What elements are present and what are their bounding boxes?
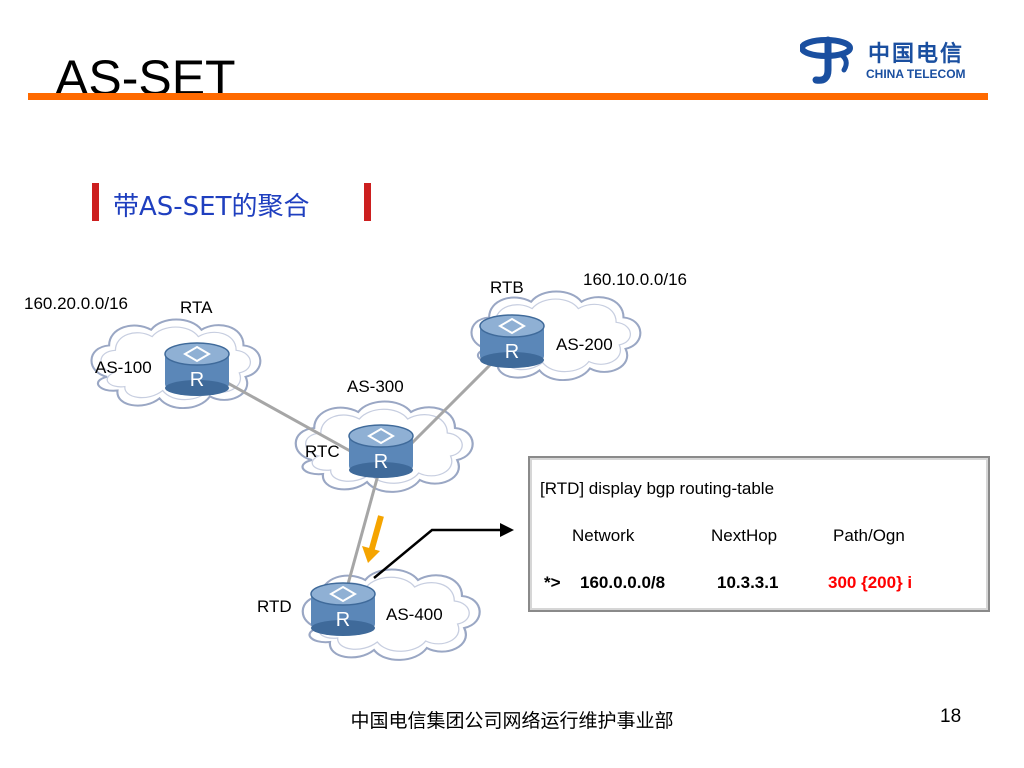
router-rta-glyph: R [190,369,204,391]
link-rtb-rtc [403,353,502,452]
router-rtc-glyph: R [374,451,388,473]
pointer-arrow-icon [373,523,514,579]
label-rtc: RTC [305,442,340,461]
label-rtd: RTD [257,597,292,616]
orange-down-arrow-icon [362,515,384,563]
subtitle: 带AS-SET的聚合 [113,192,310,222]
as-label-rtb: AS-200 [556,335,613,354]
router-rtb-icon: R [479,314,545,368]
row-network: 160.0.0.0/8 [580,573,666,592]
router-rtc-icon: R [348,424,414,478]
header-nexthop: NextHop [711,526,778,545]
as-label-rtc: AS-300 [347,377,404,396]
label-rta: RTA [180,298,213,317]
header-network: Network [572,526,635,545]
as-label-rtd: AS-400 [386,605,443,624]
row-path: 300 {200} i [828,573,913,592]
page-number: 18 [940,706,962,727]
router-rtd-glyph: R [336,609,350,631]
prefix-rta: 160.20.0.0/16 [24,294,128,313]
row-status: *> [544,573,561,592]
link-rtc-rtd [343,474,380,596]
command-line: [RTD] display bgp routing-table [540,479,775,498]
prefix-rtb: 160.10.0.0/16 [583,270,687,289]
china-telecom-logo-icon [800,36,853,84]
row-nexthop: 10.3.3.1 [717,573,779,592]
subtitle-bar-right [364,183,371,221]
title-rule [28,93,988,100]
router-rtd-icon: R [310,582,376,636]
bgp-routing-table: [RTD] display bgp routing-table Network … [528,456,990,612]
header-path: Path/Ogn [833,526,905,545]
footer-text: 中国电信集团公司网络运行维护事业部 [350,710,674,732]
as-label-rta: AS-100 [95,358,152,377]
subtitle-bar-left [92,183,99,221]
label-rtb: RTB [490,278,524,297]
router-rtb-glyph: R [505,341,519,363]
link-rta-rtc [214,374,353,454]
router-rta-icon: R [164,342,230,396]
logo-text-en: CHINA TELECOM [866,67,966,81]
logo-text-cn: 中国电信 [868,42,965,67]
